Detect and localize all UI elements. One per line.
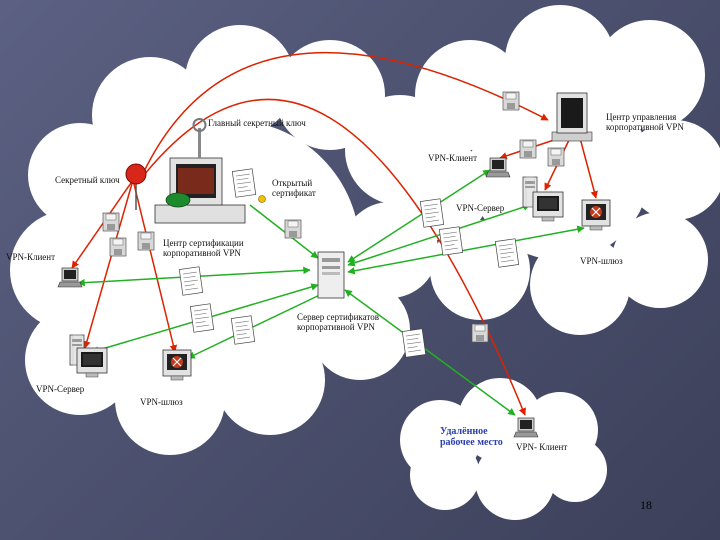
green-link-left-gateway <box>187 291 327 359</box>
green-link-remote <box>344 289 516 416</box>
mgmt-center-label: Центр управления корпоративной VPN <box>606 112 684 132</box>
green-link-tr-gateway <box>347 225 585 275</box>
cert-server-label: Сервер сертификатов корпоративной VPN <box>297 312 379 332</box>
remote-workplace-label: Удалённое рабочее место <box>440 426 503 448</box>
red-link-mgmt <box>139 51 549 181</box>
left-vpn-server-label: VPN-Сервер <box>36 384 85 394</box>
remote-workplace-cloud <box>400 378 607 520</box>
vpn-gateway-icon <box>581 199 611 231</box>
red-link-left-client <box>71 179 134 269</box>
master-key-label: Главный секретный ключ <box>208 118 306 128</box>
red-link-tr-gateway <box>579 137 598 199</box>
open-cert-label: Открытый сертификат <box>272 178 316 198</box>
vpn-server-monitor-icon <box>532 191 564 222</box>
vpn-gateway-label: VPN-шлюз <box>580 256 623 266</box>
left-vpn-gateway-icon <box>162 349 192 381</box>
remote-client-label: VPN- Клиент <box>516 442 568 452</box>
secret-key-icon <box>125 163 147 210</box>
management-center-computer-icon <box>551 92 593 142</box>
cert-center-label: Центр сертификации корпоративной VPN <box>163 238 244 258</box>
green-link-ca-server <box>249 204 319 259</box>
secret-key-label: Секретный ключ <box>55 175 120 185</box>
left-vpn-server-monitor-icon <box>76 347 108 378</box>
left-vpn-gateway-label: VPN-шлюз <box>140 397 183 407</box>
left-vpn-client-label: VPN-Клиент <box>6 252 56 262</box>
vpn-server-label: VPN-Сервер <box>456 203 505 213</box>
page-number: 18 <box>640 498 652 512</box>
vpn-client-label: VPN-Клиент <box>428 153 478 163</box>
certificate-seal-icon <box>258 195 266 203</box>
cert-server-tower-icon <box>317 251 345 299</box>
certification-center-computer-icon <box>154 118 246 224</box>
